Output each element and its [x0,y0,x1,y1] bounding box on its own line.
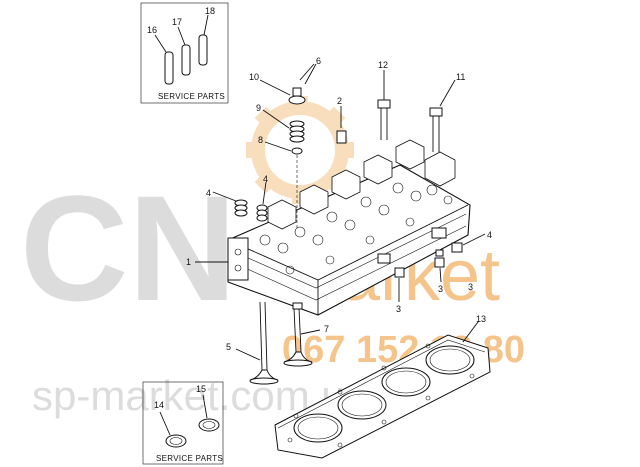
spring-4-left: 4 4 [206,174,268,222]
service-parts-caption-bottom: SERVICE PARTS [156,454,223,463]
callout-3c: 3 [468,282,473,292]
valve-guide-17 [181,44,191,76]
valve-seal-8 [291,147,303,155]
callout-8: 8 [258,135,263,145]
valve-seat-15 [198,418,220,432]
valve-spring-9 [289,120,305,143]
watermark-brand-main: CN [20,164,237,332]
callout-14: 14 [154,400,164,410]
callout-4c: 4 [487,230,492,240]
valve-seat-14 [165,434,187,448]
callout-11: 11 [456,72,465,82]
valve-spring-stack: 10 9 8 6 [249,56,321,230]
callout-9: 9 [256,103,261,113]
retainer-10 [288,95,306,105]
valve-exhaust-5: 5 [226,301,279,385]
cylinder-head [227,139,471,316]
valve-guide-16 [164,51,174,85]
service-parts-caption-top: SERVICE PARTS [158,92,225,101]
head-bolt-11: 11 [429,72,465,152]
callout-12: 12 [378,60,388,70]
callout-16: 16 [147,25,157,35]
plugs-3: 3 3 3 [394,249,473,314]
head-gasket-13: 13 [274,314,491,459]
callout-1: 1 [186,257,191,267]
callout-3a: 3 [396,304,401,314]
service-parts-box-top: 16 17 18 SERVICE PARTS [140,2,229,104]
sleeve-2: 2 [336,96,347,144]
valve-intake-7: 7 [283,302,329,367]
keepers-6 [292,87,302,97]
callout-4b: 4 [263,174,268,184]
callout-4a: 4 [206,188,211,198]
head-bolt-12: 12 [377,60,391,140]
callout-5: 5 [226,342,231,352]
callout-6: 6 [316,56,321,66]
callout-15: 15 [196,384,206,394]
callout-3b: 3 [438,284,443,294]
callout-13: 13 [476,314,486,324]
callout-2: 2 [337,96,342,106]
callout-17: 17 [172,17,182,27]
callout-18: 18 [205,6,215,16]
service-parts-box-bottom: 14 15 SERVICE PARTS [142,381,224,465]
callout-10: 10 [249,72,259,82]
valve-guide-18 [198,34,208,66]
callout-7: 7 [324,324,329,334]
plug-4-right: 4 [451,230,492,253]
